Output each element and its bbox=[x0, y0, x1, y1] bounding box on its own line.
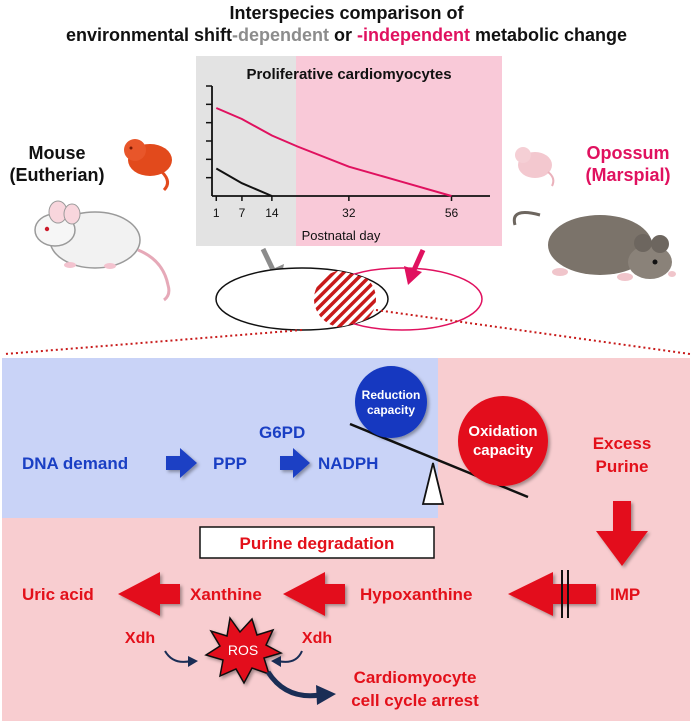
top-illustration: Proliferative cardiomyocytes Postnatal d… bbox=[4, 56, 691, 355]
reduction-capacity-circle bbox=[355, 366, 427, 438]
ros-to-arrest-arrow bbox=[265, 670, 321, 699]
purine-degradation-box bbox=[199, 526, 435, 559]
gray-arrow bbox=[260, 247, 277, 274]
figure-title-line2: environmental shift-dependent or -indepe… bbox=[0, 24, 693, 46]
arrow-ppp-to-nadph bbox=[280, 448, 310, 478]
chart-xlabel: Postnatal day bbox=[302, 228, 381, 243]
mouse-name: Mouse bbox=[28, 143, 86, 163]
arrest-line1: Cardiomyocyte bbox=[354, 668, 477, 687]
reduction-label-2: capacity bbox=[367, 403, 415, 417]
excess-purine-line2: Purine bbox=[596, 457, 649, 476]
title-part-independent: -independent bbox=[357, 25, 470, 45]
magenta-arrow bbox=[411, 248, 426, 272]
arrest-line2: cell cycle arrest bbox=[351, 691, 479, 710]
chart-x-tick-label: 32 bbox=[342, 206, 356, 220]
chart-x-tick-label: 14 bbox=[265, 206, 279, 220]
uric-acid-label: Uric acid bbox=[22, 585, 94, 604]
oxidation-capacity-circle bbox=[458, 396, 548, 486]
arrow-hypoxanthine-to-xanthine bbox=[283, 572, 345, 616]
reduction-label-1: Reduction bbox=[362, 388, 421, 402]
mouse-pup-icon bbox=[124, 139, 172, 192]
balance-fulcrum bbox=[421, 462, 445, 505]
chart-plot: 1 7 14 32 56 bbox=[206, 85, 490, 220]
hypoxanthine-label: Hypoxanthine bbox=[360, 585, 472, 604]
opossum-series-line bbox=[215, 107, 452, 197]
opossum-group: (Marspial) bbox=[585, 165, 671, 185]
imp-label: IMP bbox=[610, 585, 640, 604]
xdh-right-label: Xdh bbox=[302, 630, 332, 647]
chart-shade-pink bbox=[296, 56, 502, 246]
chart-x-tick-label: 1 bbox=[213, 206, 220, 220]
ros-label: ROS bbox=[228, 642, 258, 658]
xdh-left-arrowhead bbox=[188, 656, 198, 667]
oxidation-label-1: Oxidation bbox=[468, 423, 537, 440]
dna-demand-label: DNA demand bbox=[22, 454, 128, 473]
excess-purine-line1: Excess bbox=[593, 434, 652, 453]
arrow-dna-to-ppp bbox=[166, 448, 197, 478]
opossum-icon bbox=[512, 211, 676, 281]
arrow-imp-to-hypoxanthine bbox=[508, 572, 596, 616]
arrow-purine-to-imp bbox=[596, 501, 648, 566]
mouse-group: (Eutherian) bbox=[9, 165, 105, 185]
title-part-or: or bbox=[328, 25, 357, 45]
g6pd-label: G6PD bbox=[259, 423, 305, 442]
magenta-arrow-head bbox=[404, 266, 422, 285]
zoom-line-right bbox=[375, 309, 691, 355]
xanthine-label: Xanthine bbox=[190, 585, 262, 604]
xdh-right-arrowhead bbox=[271, 656, 281, 667]
chart-x-tick-label: 56 bbox=[445, 206, 459, 220]
oxidation-label-2: capacity bbox=[473, 442, 534, 459]
xdh-left-label: Xdh bbox=[125, 630, 155, 647]
zoom-line-left bbox=[4, 329, 303, 355]
purine-degradation-label: Purine degradation bbox=[240, 534, 395, 553]
chart-title: Proliferative cardiomyocytes bbox=[246, 66, 451, 83]
title-part-metabolic: metabolic change bbox=[470, 25, 628, 45]
title-part-shift: environmental shift bbox=[65, 25, 232, 45]
title-part-dependent: -dependent bbox=[231, 25, 329, 45]
venn-overlap bbox=[314, 270, 376, 328]
nadph-label: NADPH bbox=[318, 454, 378, 473]
arrow-xanthine-to-uric-acid bbox=[118, 572, 180, 616]
mouse-label: Mouse (Eutherian) bbox=[2, 142, 112, 186]
opossum-name: Opossum bbox=[586, 143, 670, 163]
chart-shade-gray bbox=[196, 56, 296, 246]
ppp-label: PPP bbox=[213, 454, 247, 473]
chart-x-tick-label: 7 bbox=[239, 206, 246, 220]
ros-burst-icon bbox=[204, 616, 283, 685]
opossum-joey-icon bbox=[515, 147, 555, 187]
ros-to-arrest-arrowhead bbox=[316, 685, 336, 705]
white-mouse-icon bbox=[34, 200, 171, 302]
pathway-panel: DNA demand PPP G6PD NADPH Reduction capa… bbox=[2, 358, 690, 721]
mouse-series-line bbox=[215, 167, 273, 197]
opossum-label: Opossum (Marspial) bbox=[568, 142, 688, 186]
figure-title-line1: Interspecies comparison of bbox=[229, 3, 464, 23]
